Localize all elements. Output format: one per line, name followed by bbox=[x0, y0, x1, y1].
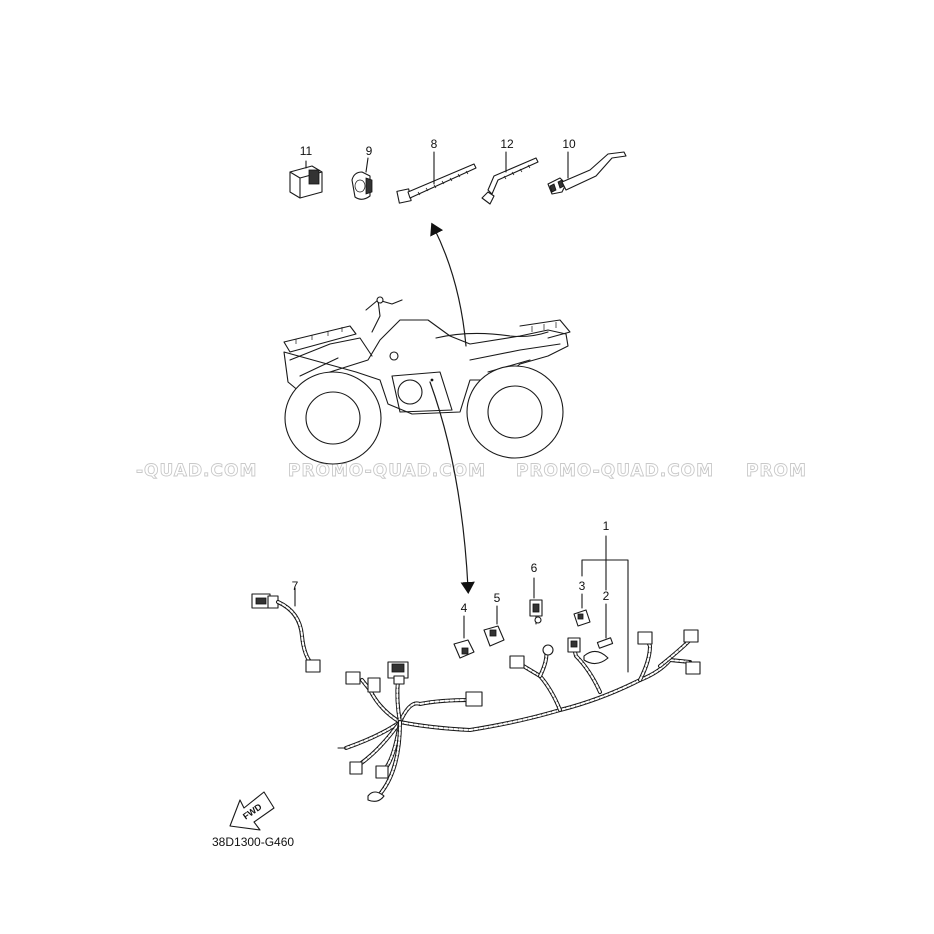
callout-label: 5 bbox=[494, 591, 501, 605]
relay-icon bbox=[289, 160, 323, 199]
callout-label: 6 bbox=[531, 561, 538, 575]
watermark-text: -QUAD.COM bbox=[136, 461, 257, 481]
connector-icon bbox=[483, 605, 505, 647]
forward-arrow-icon: FWD bbox=[229, 791, 275, 831]
connector-icon bbox=[453, 615, 475, 659]
connector-icon bbox=[573, 593, 591, 627]
callout-label: 11 bbox=[300, 144, 313, 158]
callout-label: 4 bbox=[461, 601, 468, 615]
connector-icon bbox=[529, 577, 543, 625]
callout-label: 7 bbox=[292, 579, 299, 593]
callout-label: 8 bbox=[431, 137, 438, 151]
leader-arrow bbox=[430, 222, 467, 347]
cable-tie-icon bbox=[396, 151, 477, 204]
cable-tie-icon bbox=[481, 151, 539, 205]
callout-bracket bbox=[581, 535, 629, 673]
band-clip-icon bbox=[547, 151, 627, 195]
watermark: -QUAD.COM PROMO-QUAD.COM PROMO-QUAD.COM … bbox=[136, 461, 807, 482]
leader-arrow bbox=[429, 381, 475, 594]
sub-harness-icon bbox=[251, 587, 321, 673]
connector-icon bbox=[596, 603, 614, 649]
clamp-icon bbox=[351, 157, 373, 200]
wire-harness-icon bbox=[337, 629, 701, 802]
callout-label: 2 bbox=[603, 589, 610, 603]
callout-label: 1 bbox=[603, 519, 610, 533]
watermark-text: PROMO-QUAD.COM bbox=[516, 461, 714, 481]
callout-label: 3 bbox=[579, 579, 586, 593]
atv-vehicle-icon bbox=[283, 296, 571, 465]
callout-label: 12 bbox=[500, 137, 514, 151]
diagram-code: 38D1300-G460 bbox=[212, 835, 294, 849]
callout-label: 9 bbox=[366, 144, 373, 158]
callout-label: 10 bbox=[562, 137, 576, 151]
watermark-text: PROMO-QUAD.COM bbox=[288, 461, 486, 481]
watermark-text: PROM bbox=[746, 461, 807, 481]
